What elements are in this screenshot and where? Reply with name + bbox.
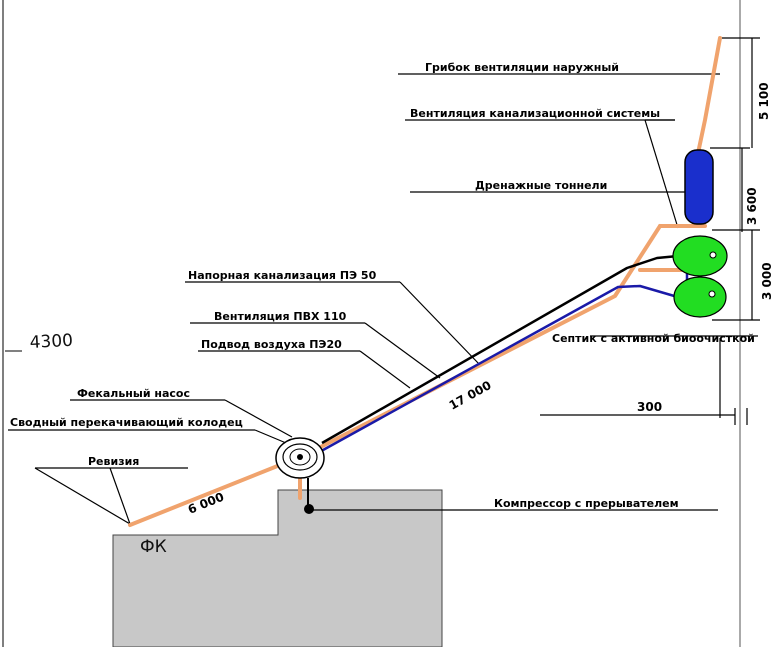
label-septic: Септик с активной биоочисткой	[552, 332, 755, 345]
collector-well	[275, 437, 325, 479]
house-block	[112, 489, 443, 647]
label-air-supply: Подвод воздуха ПЭ20	[201, 338, 342, 351]
septic-tanks	[672, 235, 728, 318]
dim-3600: 3 600	[745, 187, 759, 225]
compressor-node	[304, 504, 314, 514]
label-drain-tunnels: Дренажные тоннели	[475, 179, 607, 192]
drain-tunnel	[684, 149, 714, 225]
dim-3000: 3 000	[760, 262, 774, 300]
dim-17000: 17 000	[447, 378, 494, 413]
label-pressure-sewer: Напорная канализация ПЭ 50	[188, 269, 377, 282]
label-compressor: Компрессор с прерывателем	[494, 497, 679, 510]
label-sewer-vent: Вентиляция канализационной системы	[410, 107, 660, 120]
handwritten-note: 4300	[29, 331, 73, 353]
leader-lines	[8, 73, 758, 525]
label-mushroom: Грибок вентиляции наружный	[425, 61, 619, 74]
dim-300: 300	[637, 400, 662, 414]
dim-5100: 5 100	[757, 82, 771, 120]
dimension-lines	[710, 37, 760, 425]
label-collector-well: Сводный перекачивающий колодец	[10, 416, 243, 429]
handwritten-fk: ФК	[140, 537, 167, 557]
label-fecal-pump: Фекальный насос	[77, 387, 190, 400]
pressure-pipe	[321, 254, 679, 445]
label-vent-pvc: Вентиляция ПВХ 110	[214, 310, 347, 323]
label-revision: Ревизия	[88, 455, 139, 468]
